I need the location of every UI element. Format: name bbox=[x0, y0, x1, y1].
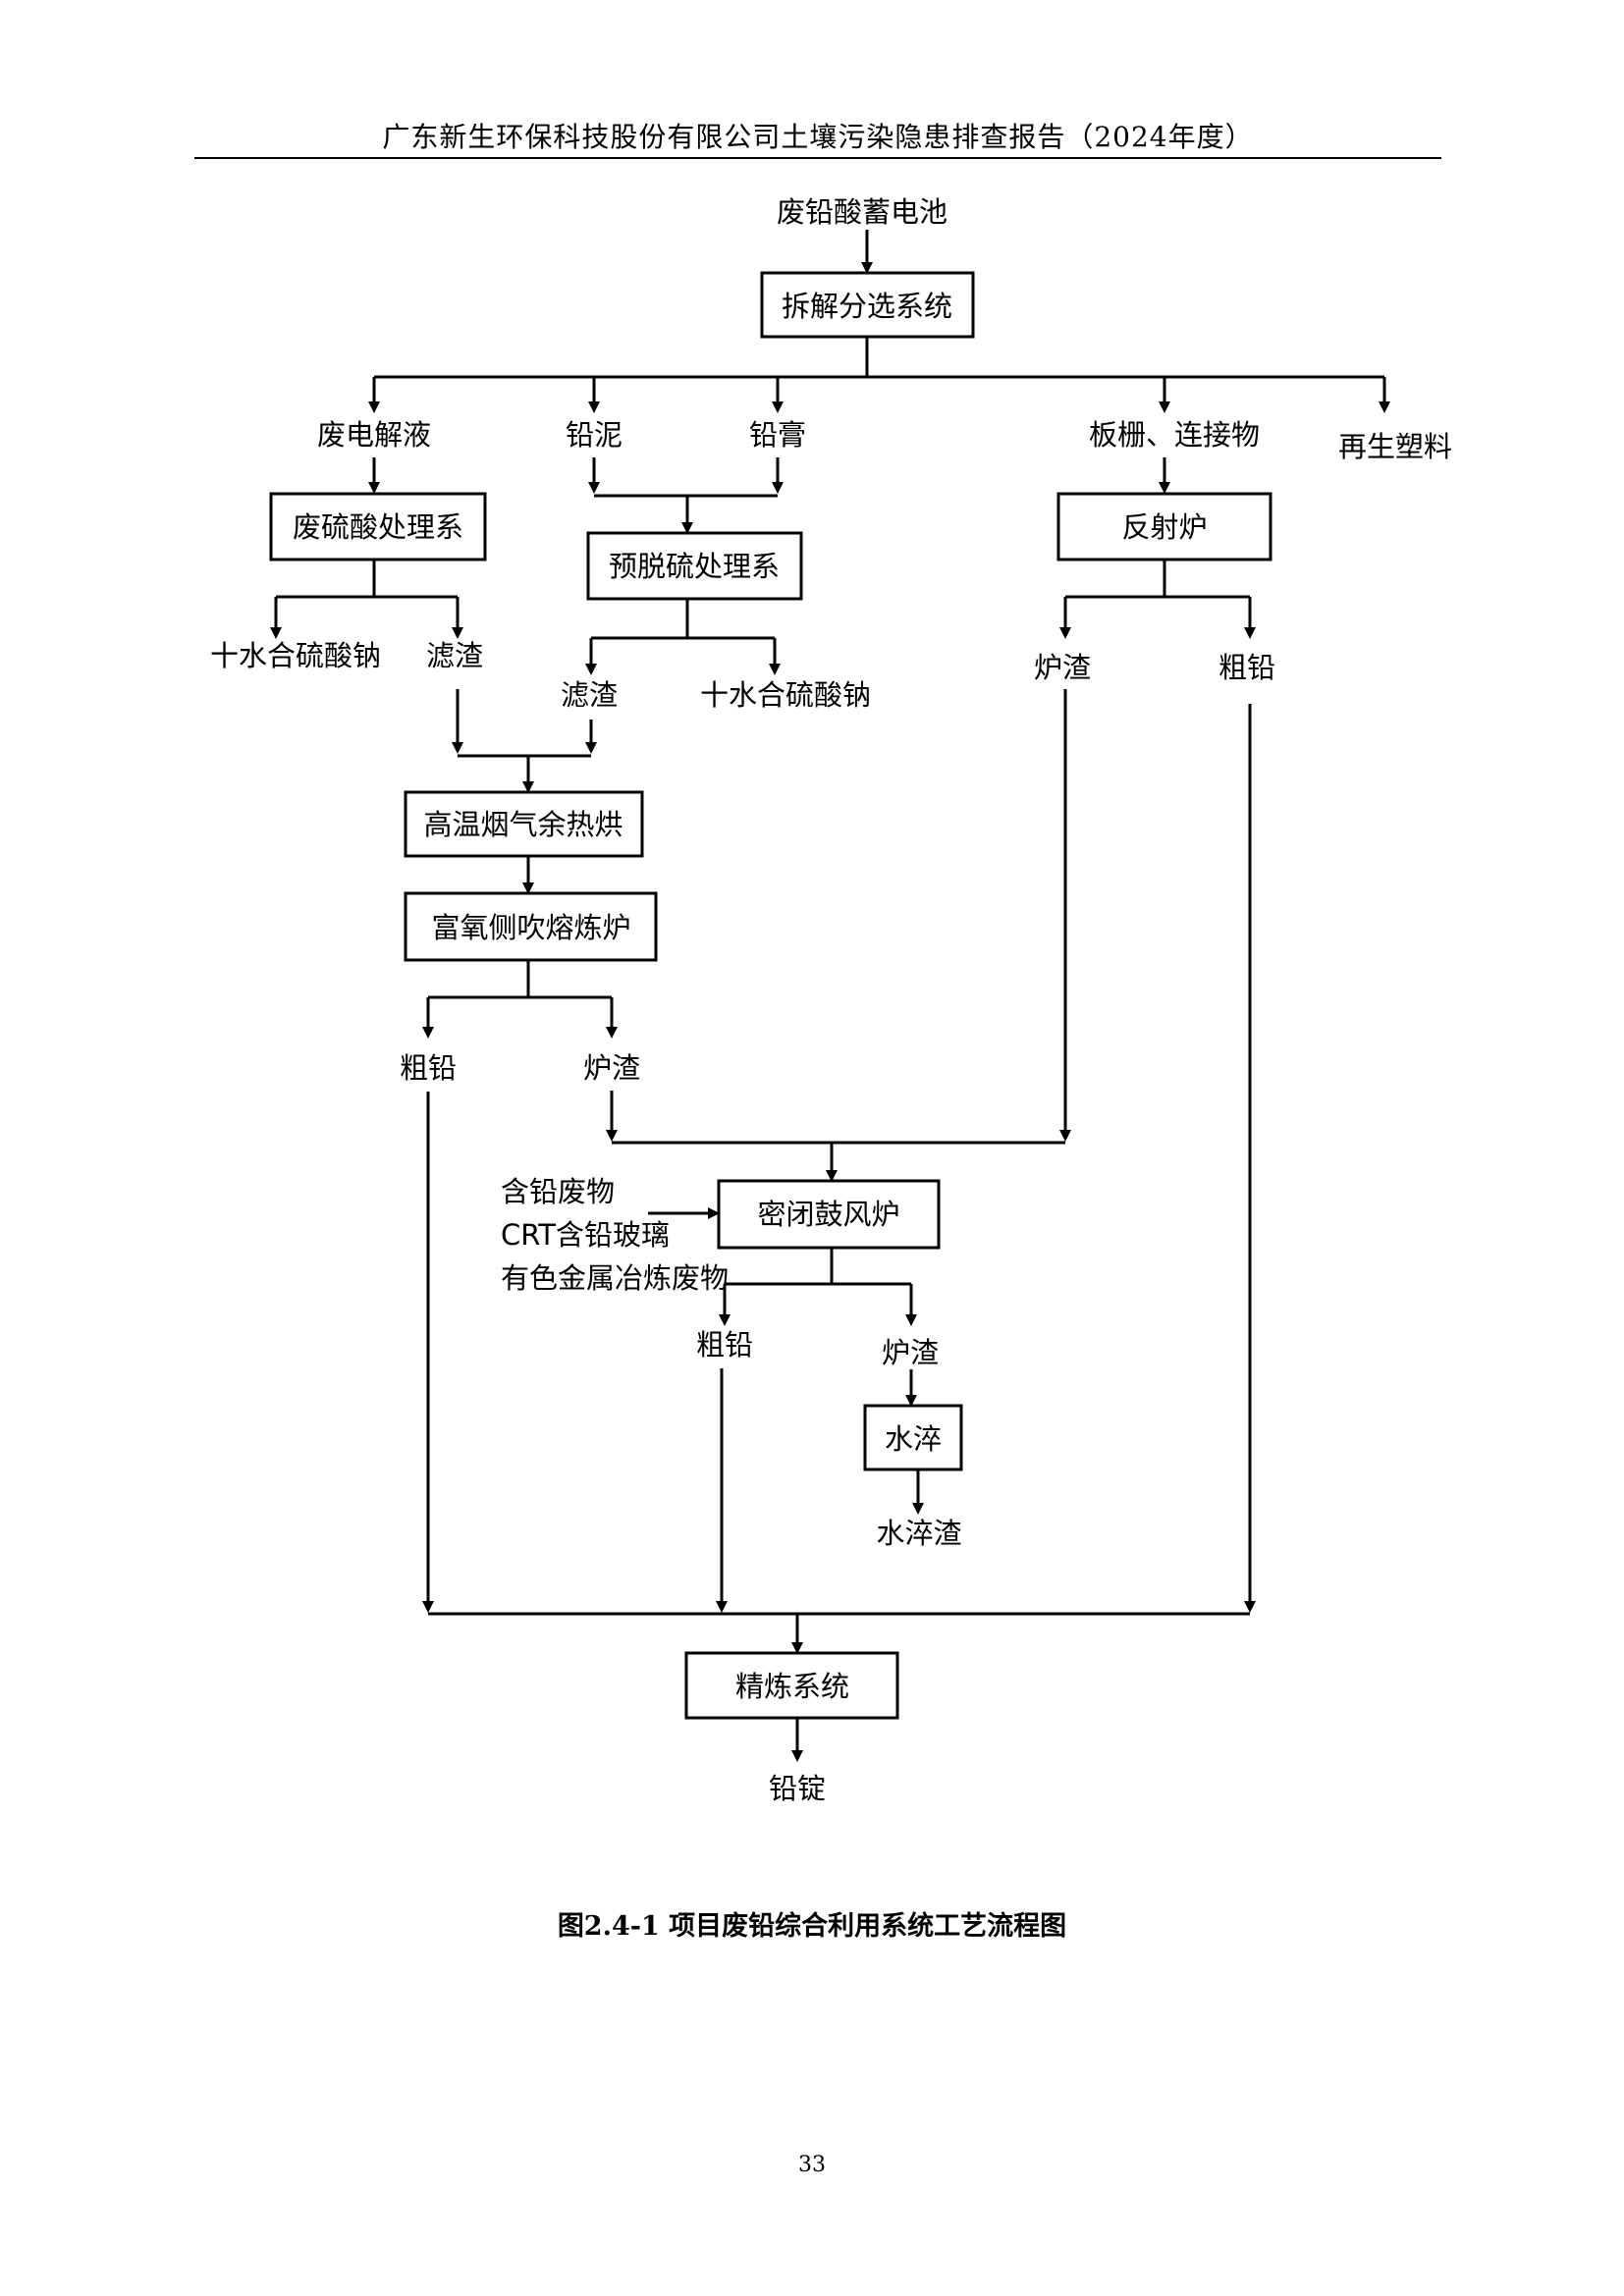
box-reverb-furnace bbox=[1056, 492, 1272, 561]
node-labels: 废铅酸蓄电池 拆解分选系统 废电解液 铅泥 铅膏 板栅、连接物 再生塑料 废硫酸… bbox=[210, 195, 1452, 1805]
node-refining: 精炼系统 bbox=[735, 1670, 849, 1703]
node-crude-lead-oxygen: 粗铅 bbox=[400, 1051, 457, 1085]
box-desulfur bbox=[586, 531, 803, 601]
figure-caption: 图2.4-1 项目废铅综合利用系统工艺流程图 bbox=[557, 1911, 1067, 1942]
node-lead-ingot: 铅锭 bbox=[769, 1772, 826, 1805]
header-rule bbox=[194, 157, 1441, 159]
node-input-lead-waste: 含铅废物 bbox=[501, 1175, 615, 1208]
node-plastic: 再生塑料 bbox=[1338, 430, 1452, 463]
node-slag-blast: 炉渣 bbox=[882, 1336, 939, 1369]
node-filter-residue-1: 滤渣 bbox=[426, 639, 483, 672]
box-dismantle bbox=[760, 271, 975, 339]
box-oxygen-furnace bbox=[404, 891, 658, 962]
box-refining bbox=[684, 1651, 899, 1720]
box-acid-treatment bbox=[269, 492, 487, 561]
node-waste-electrolyte: 废电解液 bbox=[317, 418, 431, 452]
node-battery: 废铅酸蓄电池 bbox=[777, 195, 947, 229]
node-lead-paste: 铅膏 bbox=[749, 418, 806, 452]
node-input-crt: CRT含铅玻璃 bbox=[501, 1218, 670, 1252]
process-boxes bbox=[269, 271, 1272, 1720]
node-dismantle: 拆解分选系统 bbox=[782, 290, 952, 323]
node-flue-dryer: 高温烟气余热烘 bbox=[423, 808, 623, 841]
node-slag-reverb: 炉渣 bbox=[1034, 651, 1091, 684]
node-oxygen-furnace: 富氧侧吹熔炼炉 bbox=[431, 911, 630, 944]
node-sodium-sulfate-2: 十水合硫酸钠 bbox=[700, 678, 871, 712]
node-crude-lead-reverb: 粗铅 bbox=[1218, 651, 1275, 684]
box-water-quench bbox=[863, 1404, 963, 1471]
node-filter-residue-2: 滤渣 bbox=[561, 678, 618, 712]
node-crude-lead-blast: 粗铅 bbox=[696, 1328, 753, 1362]
node-sodium-sulfate-1: 十水合硫酸钠 bbox=[210, 639, 381, 672]
box-blast-furnace bbox=[717, 1179, 941, 1250]
node-lead-mud: 铅泥 bbox=[566, 418, 623, 452]
connector-lines bbox=[270, 230, 1390, 1762]
box-flue-dryer bbox=[404, 790, 644, 858]
node-slag-oxygen: 炉渣 bbox=[583, 1051, 640, 1085]
node-desulfur: 预脱硫处理系 bbox=[609, 550, 780, 583]
node-input-nonferrous: 有色金属冶炼废物 bbox=[501, 1261, 729, 1295]
node-reverb-furnace: 反射炉 bbox=[1121, 510, 1207, 544]
page-number: 33 bbox=[798, 2153, 826, 2177]
node-water-quench: 水淬 bbox=[885, 1422, 942, 1456]
page-header: 广东新生环保科技股份有限公司土壤污染隐患排查报告（2024年度） bbox=[382, 121, 1254, 153]
node-grid: 板栅、连接物 bbox=[1089, 418, 1260, 452]
node-acid-treatment: 废硫酸处理系 bbox=[293, 510, 463, 544]
node-blast-furnace: 密闭鼓风炉 bbox=[757, 1198, 899, 1231]
node-quench-slag: 水淬渣 bbox=[876, 1517, 961, 1550]
